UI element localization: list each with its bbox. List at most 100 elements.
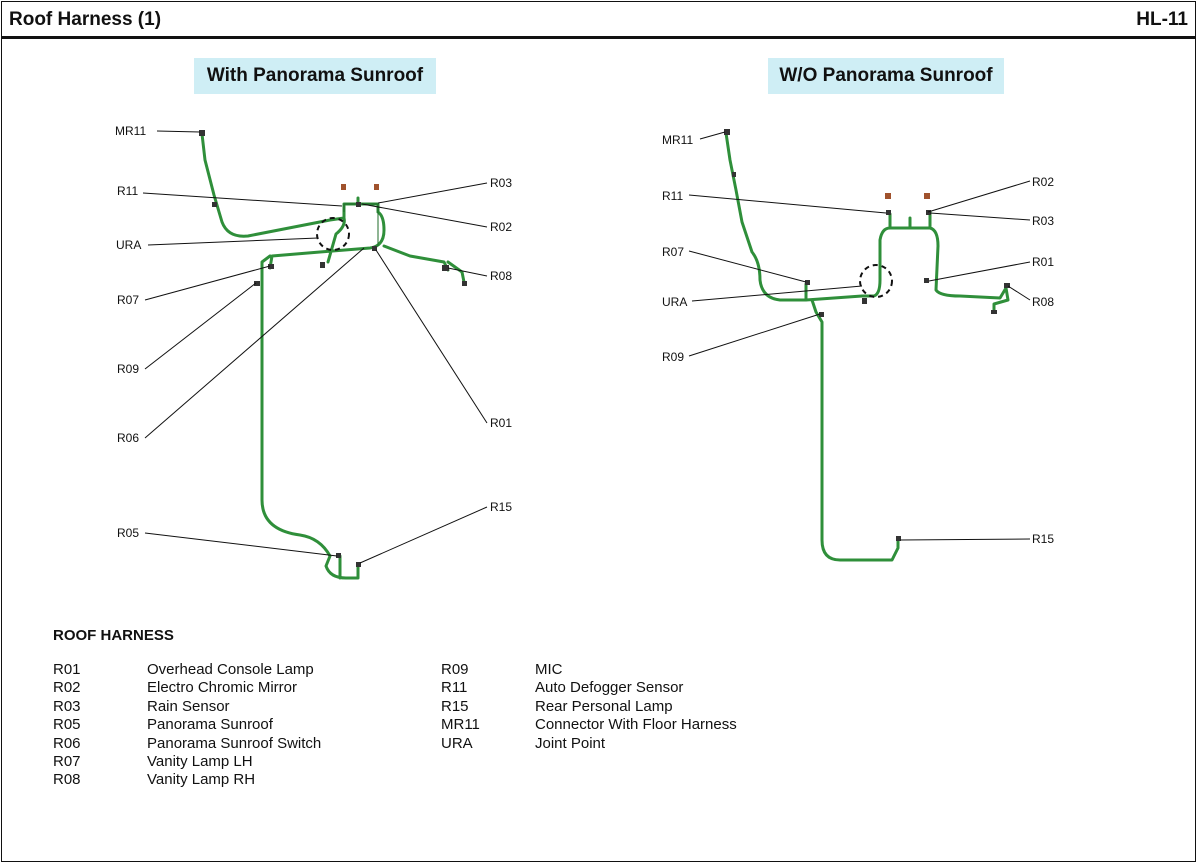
connector-R11 xyxy=(212,202,217,207)
r-label-R03: R03 xyxy=(1032,214,1054,228)
r-connector-R07 xyxy=(805,280,810,285)
connector-MR11 xyxy=(199,130,205,136)
r-connector-R08b xyxy=(991,310,997,314)
r-label-R07: R07 xyxy=(662,245,684,259)
left-harness-trunk xyxy=(343,203,379,246)
left-ura-circle xyxy=(316,217,350,251)
right-harness-main xyxy=(724,131,1010,562)
r-label-R02: R02 xyxy=(1032,175,1054,189)
legend-code: R06 xyxy=(53,734,81,752)
connector-R06 xyxy=(320,262,325,268)
r-leader-URA xyxy=(691,285,863,302)
legend-desc: Rear Personal Lamp xyxy=(535,697,673,715)
leader-R06 xyxy=(144,247,365,439)
leader-R02 xyxy=(361,203,488,228)
label-URA: URA xyxy=(116,238,141,252)
legend-desc: Vanity Lamp RH xyxy=(147,771,256,789)
r-leader-R08 xyxy=(1007,285,1031,301)
connector-R09 xyxy=(254,281,260,286)
legend-desc: MIC xyxy=(535,661,563,678)
connector-R03a xyxy=(341,184,346,190)
r-connector-R15 xyxy=(896,536,901,541)
r-connector-mid xyxy=(732,172,736,177)
legend-desc: Panorama Sunroof Switch xyxy=(147,734,322,752)
r-leader-R07 xyxy=(688,250,807,283)
legend-title: ROOF HARNESS xyxy=(53,627,174,644)
legend-desc: Auto Defogger Sensor xyxy=(535,679,684,697)
r-label-MR11: MR11 xyxy=(662,133,693,147)
legend-row: MR11 Connector With Floor Harness xyxy=(441,716,737,734)
legend-code: R02 xyxy=(53,679,81,697)
legend-desc: Rain Sensor xyxy=(147,697,230,715)
leader-R15 xyxy=(359,506,488,564)
label-R02: R02 xyxy=(490,220,512,234)
connector-R02 xyxy=(356,202,361,207)
label-R07: R07 xyxy=(117,293,139,307)
r-connector-MR11 xyxy=(724,129,730,135)
legend-row: R05 Panorama Sunroof xyxy=(53,716,321,734)
legend-desc: Overhead Console Lamp xyxy=(147,661,314,678)
legend-code: R15 xyxy=(441,697,469,715)
connector-R15 xyxy=(356,562,361,567)
r-connector-R11 xyxy=(886,210,891,215)
label-R03: R03 xyxy=(490,176,512,190)
r-label-R01: R01 xyxy=(1032,255,1054,269)
legend-row: R15 Rear Personal Lamp xyxy=(441,698,737,716)
left-diagram-title: With Panorama Sunroof xyxy=(194,58,436,94)
r-label-R08: R08 xyxy=(1032,295,1054,309)
leader-URA xyxy=(147,237,319,246)
legend-row: R06 Panorama Sunroof Switch xyxy=(53,735,321,753)
label-R09: R09 xyxy=(117,362,139,376)
legend-code: R09 xyxy=(441,661,469,678)
leader-R08 xyxy=(447,267,488,277)
legend-code: MR11 xyxy=(441,716,480,734)
r-label-R15: R15 xyxy=(1032,532,1054,546)
r-leader-MR11 xyxy=(699,131,726,140)
r-leader-R11 xyxy=(688,194,887,214)
legend-row: R01 Overhead Console Lamp xyxy=(53,661,321,679)
r-leader-R01 xyxy=(928,261,1031,282)
r-leader-R15 xyxy=(899,538,1031,541)
r-connector-R02a xyxy=(924,193,930,199)
r-connector-R01 xyxy=(924,278,929,283)
connector-R08 xyxy=(442,265,449,271)
r-leader-R03 xyxy=(929,212,1031,221)
connector-R01 xyxy=(372,246,377,251)
legend-code: R05 xyxy=(53,716,81,734)
legend-code: R03 xyxy=(53,697,81,715)
legend-col-2: R09 MIC R11 Auto Defogger Sensor R15 Rear P… xyxy=(441,661,737,753)
legend-row: R03 Rain Sensor xyxy=(53,698,321,716)
left-harness-main xyxy=(200,132,466,580)
legend-row: R11 Auto Defogger Sensor xyxy=(441,679,737,697)
legend-desc: Panorama Sunroof xyxy=(147,716,273,734)
right-harness-diagram: MR11 R11 R07 URA R09 R02 R03 R01 R08 R15 xyxy=(662,129,1054,562)
r-connector-ura xyxy=(862,298,867,304)
label-R05: R05 xyxy=(117,526,139,540)
label-R06: R06 xyxy=(117,431,139,445)
r-connector-R11a xyxy=(885,193,891,199)
legend-desc: Connector With Floor Harness xyxy=(535,716,737,734)
page-code: HL-11 xyxy=(1136,9,1188,30)
legend-row: R02 Electro Chromic Mirror xyxy=(53,679,321,697)
connector-R08b xyxy=(462,281,467,286)
r-label-R09: R09 xyxy=(662,350,684,364)
label-R01: R01 xyxy=(490,416,512,430)
leader-R03 xyxy=(377,182,488,204)
header-bar: Roof Harness (1) HL-11 xyxy=(1,1,1196,39)
legend-code: R11 xyxy=(441,679,468,697)
legend-desc: Joint Point xyxy=(535,734,606,752)
r-label-R11: R11 xyxy=(662,189,683,203)
label-R08: R08 xyxy=(490,269,512,283)
r-leader-R09 xyxy=(688,313,821,357)
legend-code: R07 xyxy=(53,753,81,771)
r-connector-R08 xyxy=(1004,283,1010,288)
leader-R05 xyxy=(144,532,338,557)
label-MR11: MR11 xyxy=(115,124,146,138)
legend-code: R01 xyxy=(53,661,81,678)
legend-row: R09 MIC xyxy=(441,661,737,679)
legend-desc: Electro Chromic Mirror xyxy=(147,679,298,697)
leader-R07 xyxy=(144,265,271,301)
